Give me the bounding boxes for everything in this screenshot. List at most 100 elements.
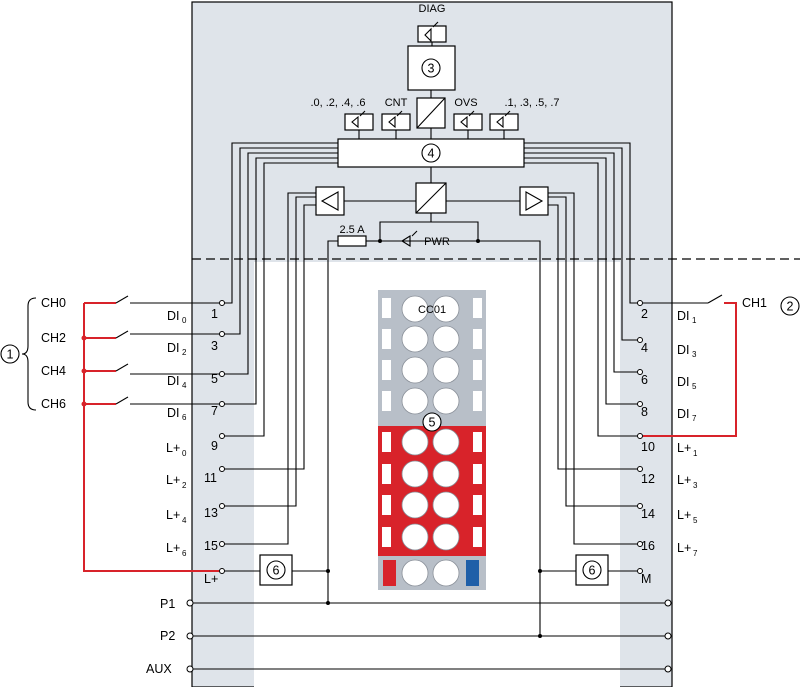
svg-text:1: 1 xyxy=(692,316,697,325)
callout-2: 2 xyxy=(787,300,794,314)
svg-text:7: 7 xyxy=(693,549,698,558)
fuse-icon xyxy=(337,235,367,247)
svg-text:L+: L+ xyxy=(166,473,180,487)
callout-4-circle xyxy=(421,143,441,163)
pwr-led-icon xyxy=(400,230,418,247)
svg-text:L+: L+ xyxy=(677,508,691,522)
p1-label: P1 xyxy=(160,597,175,611)
channel-ch0-label: CH0 xyxy=(41,296,66,310)
svg-text:DI: DI xyxy=(677,407,690,421)
cnt-label: CNT xyxy=(385,97,408,109)
svg-text:7: 7 xyxy=(211,404,218,418)
channel-ch2-label: CH2 xyxy=(41,331,66,345)
svg-text:14: 14 xyxy=(641,507,655,521)
svg-text:6: 6 xyxy=(641,373,648,387)
svg-text:L+: L+ xyxy=(166,508,180,522)
svg-text:4: 4 xyxy=(641,341,648,355)
svg-text:5: 5 xyxy=(692,382,697,391)
svg-text:6: 6 xyxy=(182,549,187,558)
odd-leds-label: .1, .3, .5, .7 xyxy=(504,97,559,109)
svg-text:16: 16 xyxy=(641,539,655,553)
callout-1: 1 xyxy=(7,348,14,362)
svg-text:3: 3 xyxy=(211,339,218,353)
svg-text:DI: DI xyxy=(167,374,180,388)
callout-1-circle xyxy=(0,344,20,364)
pwr-label: PWR xyxy=(424,236,450,248)
channel-ch6-label: CH6 xyxy=(41,397,66,411)
left-field-wiring xyxy=(81,295,219,572)
svg-text:3: 3 xyxy=(692,350,697,359)
m-terminal xyxy=(637,568,643,574)
ovs-label: OVS xyxy=(454,97,477,109)
svg-text:6: 6 xyxy=(182,413,187,422)
callout-2-circle xyxy=(780,296,800,316)
terminal-numbers-left: 1 3 5 7 9 11 13 15 xyxy=(204,307,218,553)
led-cnt-icon xyxy=(381,110,411,131)
supply-right-labels: L+1 L+3 L+5 L+7 xyxy=(677,441,698,558)
callout-5-circle xyxy=(422,412,442,432)
svg-text:0: 0 xyxy=(182,316,187,325)
driver-right-icon xyxy=(519,186,549,216)
svg-text:2: 2 xyxy=(182,481,187,490)
svg-text:DI: DI xyxy=(167,309,180,323)
svg-text:12: 12 xyxy=(641,472,655,486)
svg-text:5: 5 xyxy=(211,372,218,386)
svg-text:L+: L+ xyxy=(166,441,180,455)
callout-3: 3 xyxy=(428,62,435,76)
power-buses xyxy=(186,599,672,673)
callout-6-left: 6 xyxy=(273,564,280,578)
converter-icon-top xyxy=(416,97,446,129)
callout-5: 5 xyxy=(429,416,436,430)
svg-text:15: 15 xyxy=(204,539,218,553)
terminal-points-right xyxy=(637,300,643,547)
svg-text:4: 4 xyxy=(182,516,187,525)
right-field-wiring xyxy=(643,294,737,437)
led-odd-icon xyxy=(489,110,519,131)
terminal-points-left xyxy=(219,300,225,547)
m-label: M xyxy=(641,572,651,586)
svg-text:9: 9 xyxy=(211,439,218,453)
channel-ch1-label: CH1 xyxy=(742,296,767,310)
svg-text:L+: L+ xyxy=(677,541,691,555)
fuse-label: 2.5 A xyxy=(339,224,365,236)
svg-text:L+: L+ xyxy=(677,473,691,487)
svg-text:DI: DI xyxy=(677,343,690,357)
terminal-numbers-right: 2 4 6 8 10 12 14 16 xyxy=(641,307,655,553)
driver-left-icon xyxy=(315,186,345,216)
lplus-terminal xyxy=(219,568,225,574)
svg-text:L+: L+ xyxy=(677,441,691,455)
svg-text:L+: L+ xyxy=(166,541,180,555)
svg-text:2: 2 xyxy=(182,348,187,357)
svg-text:8: 8 xyxy=(641,405,648,419)
color-code-label: CC01 xyxy=(418,304,446,316)
svg-text:11: 11 xyxy=(204,471,217,485)
supply-left-labels: L+0 L+2 L+4 L+6 xyxy=(166,441,187,558)
svg-text:7: 7 xyxy=(692,414,697,423)
lplus-label: L+ xyxy=(204,572,218,586)
callout-3-circle xyxy=(421,58,441,78)
svg-text:3: 3 xyxy=(693,481,698,490)
callout-4: 4 xyxy=(428,147,435,161)
svg-text:10: 10 xyxy=(641,440,655,454)
led-even-icon xyxy=(344,110,374,131)
svg-text:DI: DI xyxy=(167,406,180,420)
svg-text:13: 13 xyxy=(204,506,218,520)
svg-text:4: 4 xyxy=(182,381,187,390)
svg-text:DI: DI xyxy=(677,309,690,323)
svg-text:2: 2 xyxy=(641,307,648,321)
aux-label: AUX xyxy=(146,662,172,676)
led-ovs-icon xyxy=(453,110,483,131)
p2-label: P2 xyxy=(160,629,175,643)
svg-text:5: 5 xyxy=(693,516,698,525)
svg-text:DI: DI xyxy=(677,375,690,389)
converter-icon-middle xyxy=(415,182,447,214)
diag-led-icon xyxy=(417,21,447,43)
callout-6-right: 6 xyxy=(589,564,596,578)
connector-block xyxy=(378,290,486,590)
channel-ch4-label: CH4 xyxy=(41,364,66,378)
svg-text:1: 1 xyxy=(211,307,218,321)
diag-label: DIAG xyxy=(419,3,446,15)
